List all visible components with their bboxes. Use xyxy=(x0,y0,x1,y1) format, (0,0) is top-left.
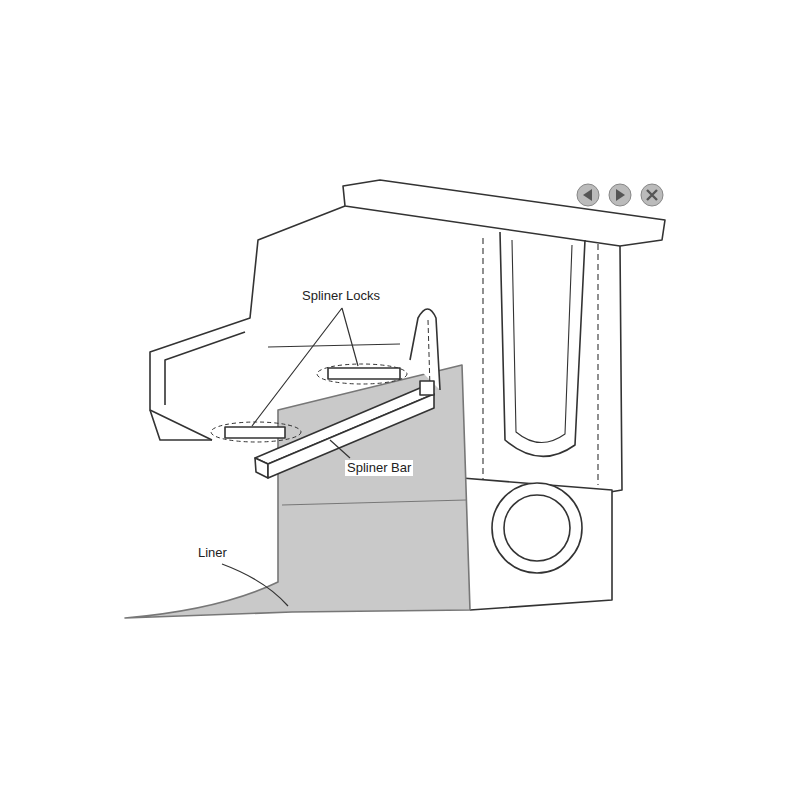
liner-sheet xyxy=(125,365,470,618)
mouth-bottom xyxy=(150,410,212,440)
part-label: Spliner Bar xyxy=(345,460,413,476)
leader-line xyxy=(330,440,350,458)
body-bottom xyxy=(462,478,612,610)
liner-fold xyxy=(282,500,466,505)
mouth-line xyxy=(268,344,400,347)
mouth-inner xyxy=(165,332,245,405)
part-label: Liner xyxy=(196,545,229,561)
spliner-lock xyxy=(225,427,285,438)
nav-buttons xyxy=(577,184,663,206)
lock-outline xyxy=(211,422,301,442)
spliner-bar-top xyxy=(255,388,434,464)
pipe-port xyxy=(492,483,582,573)
recess xyxy=(500,232,585,456)
pipe-port-inner xyxy=(504,495,570,561)
leader-line xyxy=(222,564,288,606)
post-hidden xyxy=(428,320,430,388)
spliner-bar-cap xyxy=(420,381,434,395)
body-right xyxy=(610,246,622,492)
spliner-bar-front xyxy=(268,394,434,478)
recess-inner xyxy=(512,240,572,443)
part-label: Spliner Locks xyxy=(300,288,382,304)
leader-line xyxy=(252,308,358,426)
post xyxy=(410,309,440,390)
top-plate xyxy=(343,180,665,246)
spliner-bar-end xyxy=(255,458,268,478)
spliner-lock xyxy=(328,368,400,379)
lock-outline xyxy=(317,364,407,384)
